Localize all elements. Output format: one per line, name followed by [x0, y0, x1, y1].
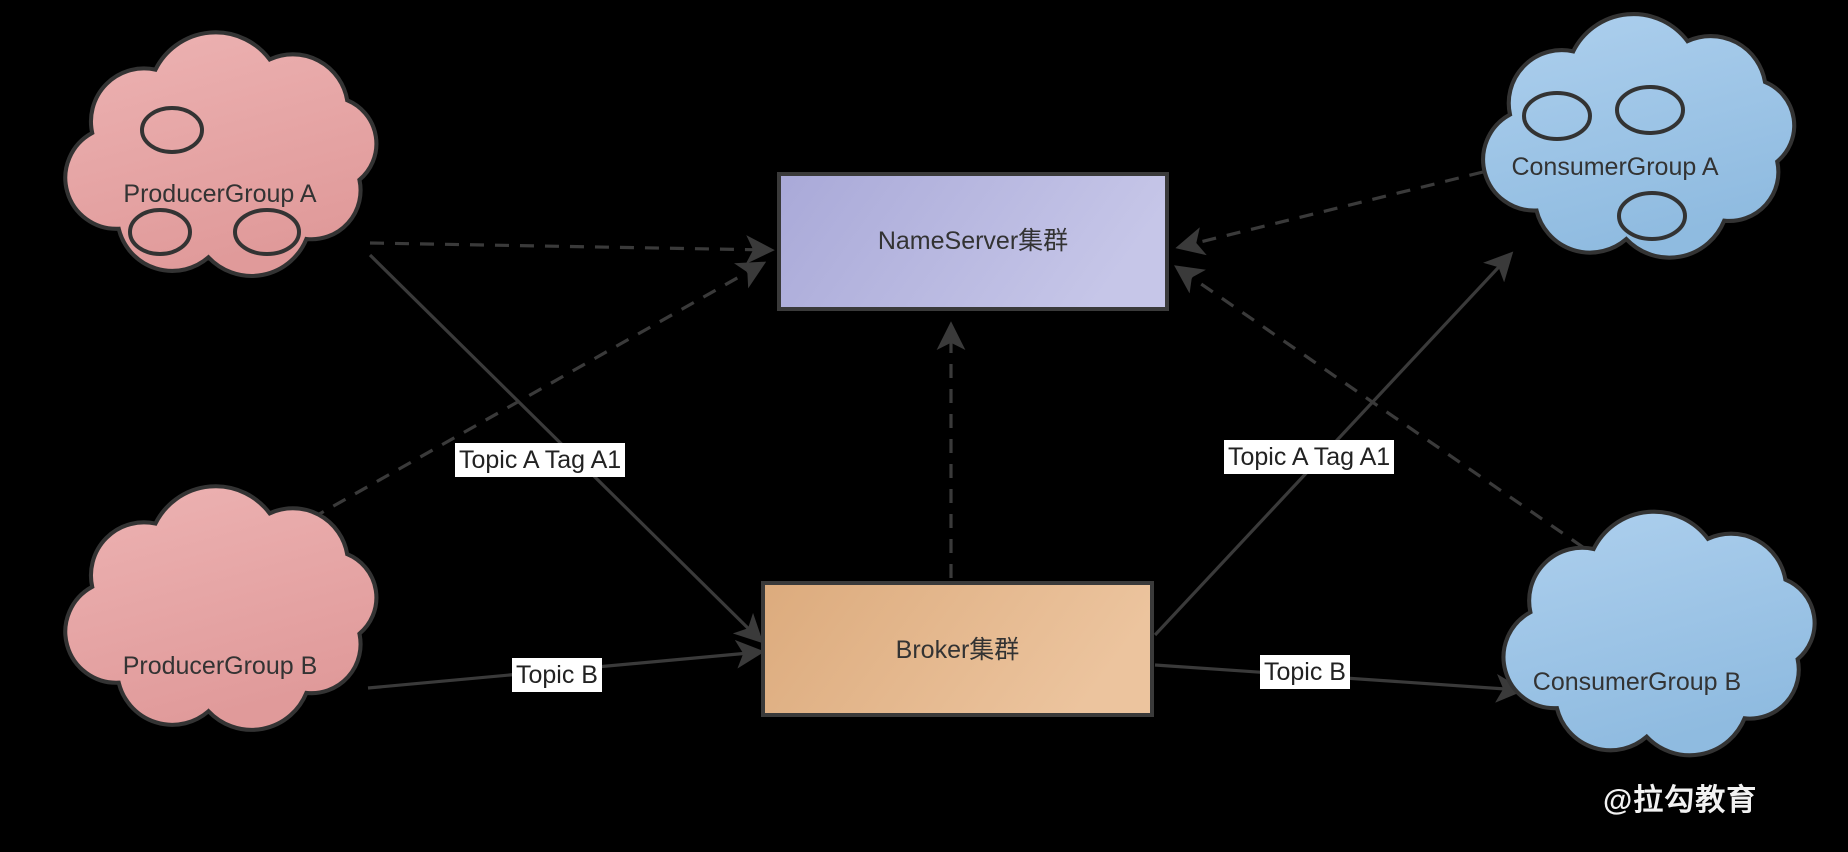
edge-label-topic-b-left: Topic B — [512, 658, 602, 692]
node-producer-group-a[interactable] — [63, 30, 379, 278]
edge-consumerB-nameserver — [1174, 265, 1646, 592]
consumer-a-instance-2 — [1615, 85, 1685, 135]
edge-producerA-nameserver — [369, 235, 775, 264]
consumer-a-instance-3 — [1617, 191, 1687, 241]
node-consumer-group-b[interactable] — [1501, 509, 1817, 758]
consumer-a-instance-1 — [1522, 91, 1592, 141]
edge-consumerA-nameserver — [1175, 170, 1484, 256]
producer-a-instance-1 — [140, 106, 204, 154]
node-broker-cluster[interactable] — [761, 581, 1154, 717]
edge-label-topic-b-right: Topic B — [1260, 655, 1350, 689]
edge-label-topic-a-left: Topic A Tag A1 — [455, 443, 626, 477]
node-consumer-group-a[interactable] — [1481, 12, 1797, 260]
edge-producerB-nameserver — [267, 261, 767, 545]
watermark: @拉勾教育 — [1603, 784, 1758, 817]
producer-a-instance-3 — [233, 208, 301, 256]
node-nameserver-cluster[interactable] — [777, 172, 1169, 311]
producer-a-instance-2 — [128, 208, 192, 256]
edge-label-topic-a-right: Topic A Tag A1 — [1224, 440, 1395, 474]
node-producer-group-b[interactable] — [63, 484, 379, 732]
